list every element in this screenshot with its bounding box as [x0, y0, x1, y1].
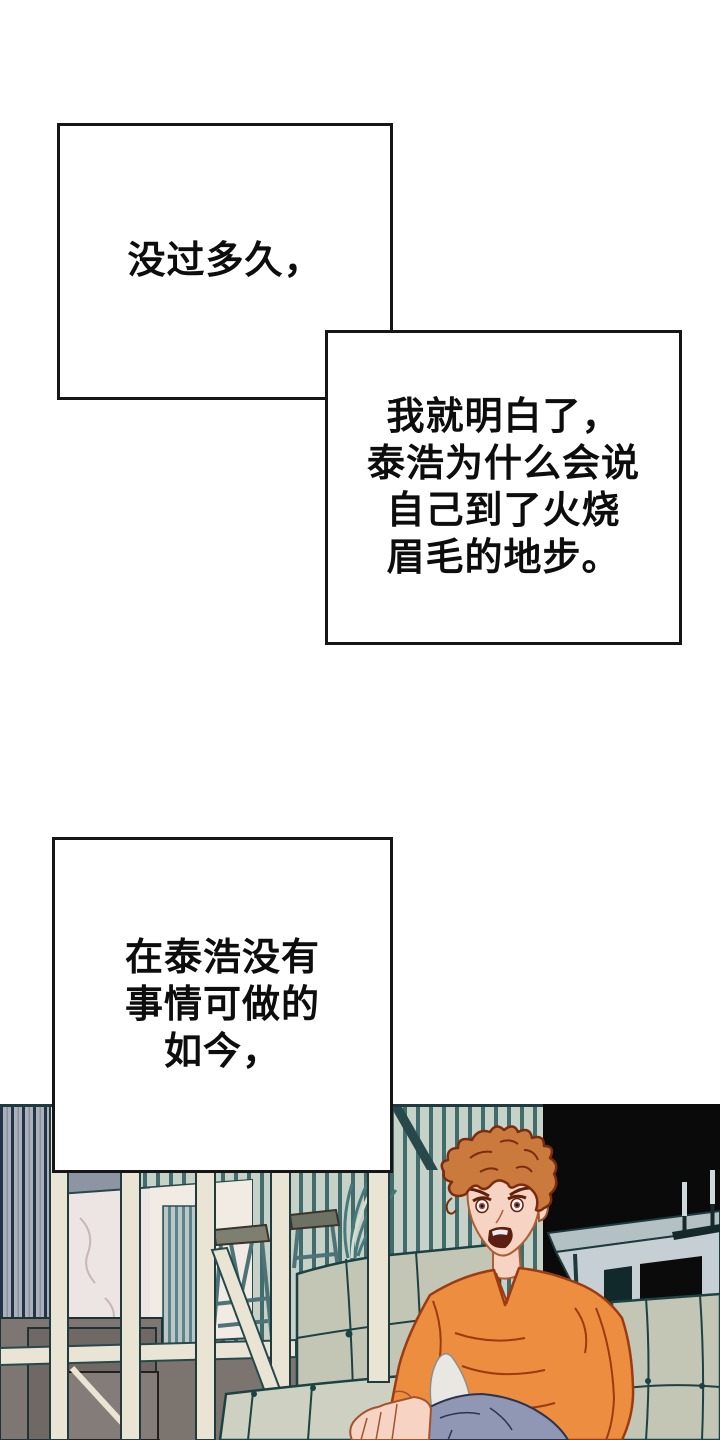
narration-box-3: 在泰浩没有 事情可做的 如今，	[52, 837, 393, 1173]
wood-posts	[49, 1105, 291, 1440]
narration-box-2: 我就明白了， 泰浩为什么会说 自己到了火烧 眉毛的地步。	[325, 330, 682, 645]
character	[349, 1125, 635, 1440]
table-top	[546, 1209, 720, 1254]
panel-join-patch	[328, 333, 393, 400]
diagonal-brace	[391, 1107, 438, 1170]
nose	[495, 1209, 504, 1224]
finger-lines	[360, 1390, 413, 1440]
pants-folds	[439, 1407, 513, 1440]
teeth	[492, 1229, 508, 1236]
hand	[349, 1395, 433, 1440]
narration-text-3: 在泰浩没有 事情可做的 如今，	[124, 936, 320, 1073]
narration-text-2: 我就明白了， 泰浩为什么会说 自己到了火烧 眉毛的地步。	[366, 395, 640, 579]
hair-strands	[445, 1139, 539, 1215]
candlesticks	[672, 1170, 720, 1240]
bar-stool-back	[288, 1208, 341, 1269]
hair	[440, 1125, 558, 1212]
narration-text-1: 没过多久，	[127, 240, 323, 282]
